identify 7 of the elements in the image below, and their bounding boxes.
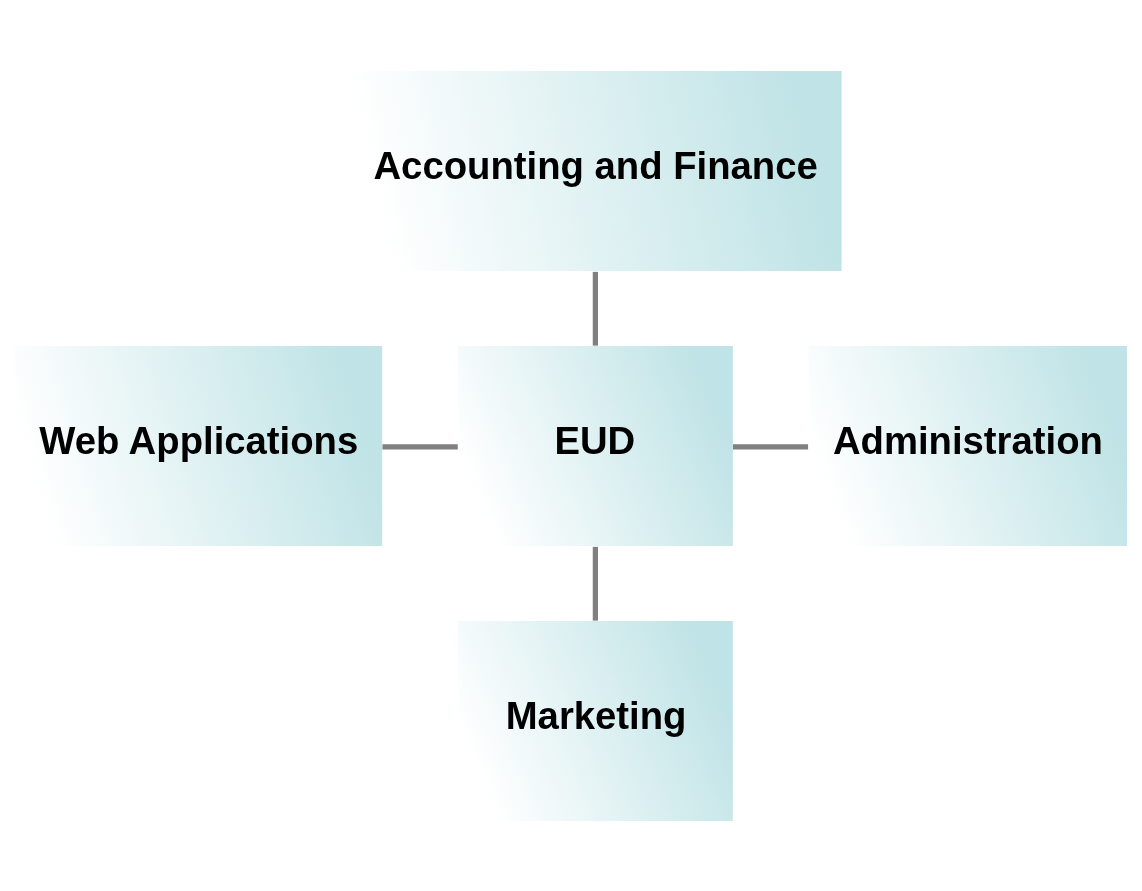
- connector: [733, 443, 809, 449]
- node-box: Marketing: [457, 620, 733, 821]
- node-box: EUD: [457, 345, 733, 546]
- connector: [592, 546, 598, 621]
- connector: [382, 443, 458, 449]
- node-box: Administration: [808, 345, 1128, 546]
- connector: [592, 271, 598, 346]
